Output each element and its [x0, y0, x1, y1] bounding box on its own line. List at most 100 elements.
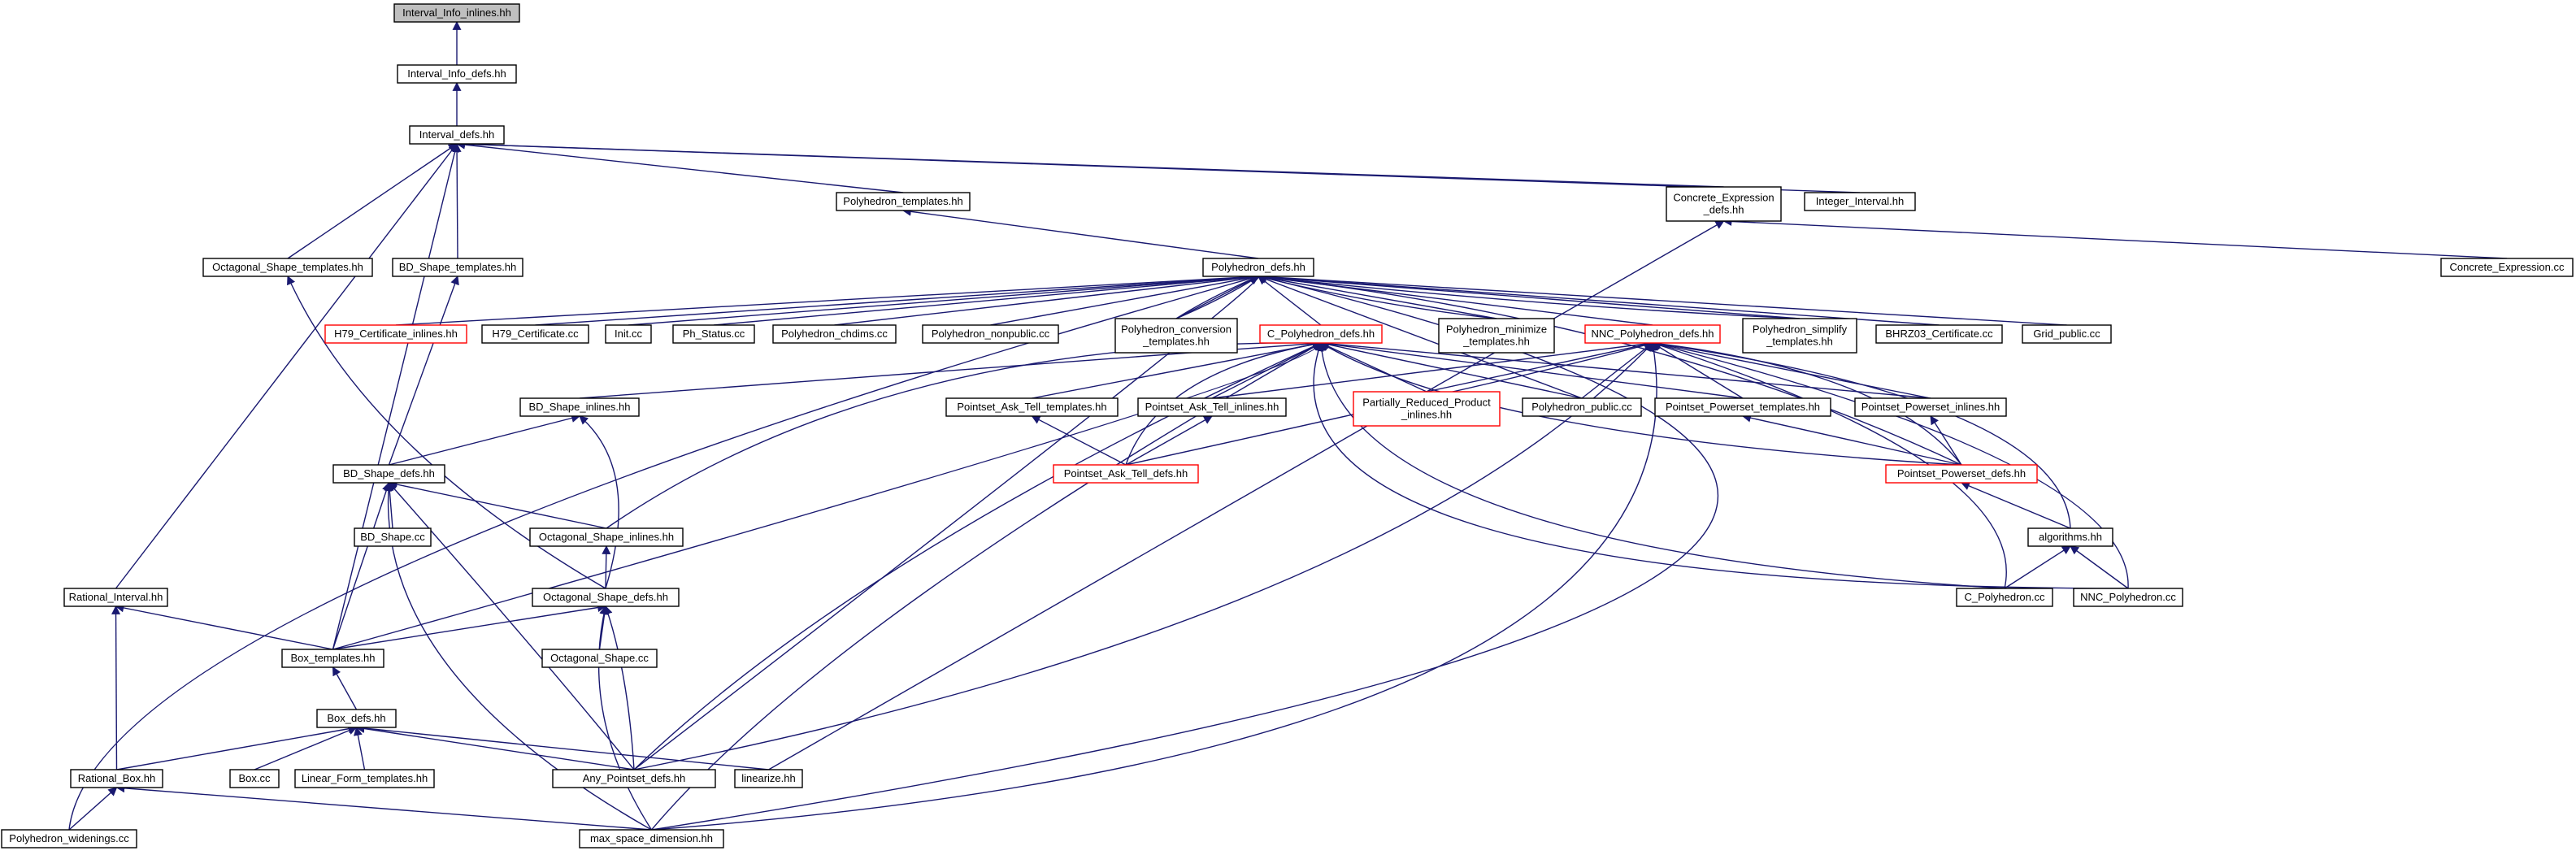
node-box[interactable] — [1854, 397, 2007, 417]
node-interval_defs[interactable]: Interval_defs.hh — [409, 125, 505, 145]
node-pointset_ask_tell_templates[interactable]: Pointset_Ask_Tell_templates.hh — [945, 397, 1119, 417]
node-polyhedron_widenings[interactable]: Polyhedron_widenings.cc — [1, 829, 137, 848]
node-rational_box[interactable]: Rational_Box.hh — [70, 769, 163, 788]
node-polyhedron_conversion_templates[interactable]: Polyhedron_conversion_templates.hh — [1114, 318, 1238, 354]
node-box_cc[interactable]: Box.cc — [229, 769, 280, 788]
node-octagonal_shape_inlines[interactable]: Octagonal_Shape_inlines.hh — [529, 527, 684, 547]
node-polyhedron_templates[interactable]: Polyhedron_templates.hh — [836, 192, 971, 211]
node-box_defs[interactable]: Box_defs.hh — [316, 709, 397, 728]
node-box[interactable] — [836, 192, 971, 211]
node-box[interactable] — [945, 397, 1119, 417]
node-polyhedron_nonpublic[interactable]: Polyhedron_nonpublic.cc — [922, 324, 1059, 344]
node-box[interactable] — [316, 709, 397, 728]
node-box[interactable] — [605, 324, 652, 344]
node-bd_shape_cc[interactable]: BD_Shape.cc — [354, 527, 432, 547]
node-c_polyhedron_cc[interactable]: C_Polyhedron.cc — [1956, 588, 2053, 607]
node-ph_status_cc[interactable]: Ph_Status.cc — [672, 324, 755, 344]
node-box[interactable] — [1584, 324, 1721, 344]
node-max_space_dimension[interactable]: max_space_dimension.hh — [579, 829, 724, 848]
node-box[interactable] — [1804, 192, 1916, 211]
node-box[interactable] — [922, 324, 1059, 344]
node-box[interactable] — [1875, 324, 2003, 344]
node-box[interactable] — [324, 324, 467, 344]
node-bhrz03_certificate[interactable]: BHRZ03_Certificate.cc — [1875, 324, 2003, 344]
node-h79_certificate_cc[interactable]: H79_Certificate.cc — [481, 324, 589, 344]
node-partially_reduced_product_inlines[interactable]: Partially_Reduced_Product_inlines.hh — [1353, 391, 1501, 427]
node-algorithms[interactable]: algorithms.hh — [2027, 527, 2113, 547]
node-nnc_polyhedron_cc[interactable]: NNC_Polyhedron.cc — [2073, 588, 2183, 607]
node-bd_shape_templates[interactable]: BD_Shape_templates.hh — [392, 258, 523, 277]
node-box[interactable] — [354, 527, 432, 547]
node-box[interactable] — [1885, 464, 2038, 484]
node-box[interactable] — [2022, 324, 2112, 344]
node-octagonal_shape_templates[interactable]: Octagonal_Shape_templates.hh — [202, 258, 373, 277]
node-interval_info_inlines[interactable]: Interval_Info_inlines.hh — [393, 3, 520, 23]
node-box[interactable] — [70, 769, 163, 788]
node-box[interactable] — [734, 769, 803, 788]
node-box[interactable] — [202, 258, 373, 277]
node-integer_interval[interactable]: Integer_Interval.hh — [1804, 192, 1916, 211]
node-h79_certificate_inlines[interactable]: H79_Certificate_inlines.hh — [324, 324, 467, 344]
node-polyhedron_minimize_templates[interactable]: Polyhedron_minimize_templates.hh — [1438, 318, 1555, 354]
node-interval_info_defs[interactable]: Interval_Info_defs.hh — [397, 64, 517, 84]
node-box[interactable] — [481, 324, 589, 344]
node-any_pointset_defs[interactable]: Any_Pointset_defs.hh — [552, 769, 716, 788]
node-polyhedron_simplify_templates[interactable]: Polyhedron_simplify_templates.hh — [1742, 318, 1857, 354]
node-box[interactable] — [392, 258, 523, 277]
node-box[interactable] — [529, 527, 684, 547]
node-box[interactable] — [1522, 397, 1642, 417]
node-linear_form_templates[interactable]: Linear_Form_templates.hh — [294, 769, 435, 788]
node-box[interactable] — [281, 649, 384, 668]
node-pointset_ask_tell_defs[interactable]: Pointset_Ask_Tell_defs.hh — [1053, 464, 1199, 484]
node-box[interactable] — [1202, 258, 1314, 277]
node-box_templates[interactable]: Box_templates.hh — [281, 649, 384, 668]
node-bd_shape_inlines[interactable]: BD_Shape_inlines.hh — [519, 397, 640, 417]
node-box[interactable] — [2440, 258, 2574, 277]
node-polyhedron_public[interactable]: Polyhedron_public.cc — [1522, 397, 1642, 417]
node-box[interactable] — [229, 769, 280, 788]
node-polyhedron_defs[interactable]: Polyhedron_defs.hh — [1202, 258, 1314, 277]
node-box[interactable] — [552, 769, 716, 788]
node-box[interactable] — [1956, 588, 2053, 607]
node-box[interactable] — [409, 125, 505, 145]
node-box[interactable] — [1259, 324, 1383, 344]
node-box[interactable] — [294, 769, 435, 788]
node-box[interactable] — [63, 588, 168, 607]
node-pointset_powerset_defs[interactable]: Pointset_Powerset_defs.hh — [1885, 464, 2038, 484]
node-box[interactable] — [1114, 318, 1238, 354]
node-linearize[interactable]: linearize.hh — [734, 769, 803, 788]
node-box[interactable] — [672, 324, 755, 344]
node-pointset_powerset_templates[interactable]: Pointset_Powerset_templates.hh — [1654, 397, 1831, 417]
node-box[interactable] — [541, 649, 658, 668]
node-box[interactable] — [519, 397, 640, 417]
node-pointset_powerset_inlines[interactable]: Pointset_Powerset_inlines.hh — [1854, 397, 2007, 417]
node-box[interactable] — [1, 829, 137, 848]
node-rational_interval[interactable]: Rational_Interval.hh — [63, 588, 168, 607]
node-concrete_expression_defs[interactable]: Concrete_Expression_defs.hh — [1666, 186, 1782, 222]
node-box[interactable] — [332, 464, 445, 484]
node-init_cc[interactable]: Init.cc — [605, 324, 652, 344]
node-box[interactable] — [1666, 186, 1782, 222]
node-box[interactable] — [1742, 318, 1857, 354]
node-box[interactable] — [1137, 397, 1287, 417]
node-box[interactable] — [1654, 397, 1831, 417]
node-box[interactable] — [2027, 527, 2113, 547]
node-octagonal_shape_cc[interactable]: Octagonal_Shape.cc — [541, 649, 658, 668]
node-box[interactable] — [772, 324, 897, 344]
node-polyhedron_chdims[interactable]: Polyhedron_chdims.cc — [772, 324, 897, 344]
node-nnc_polyhedron_defs[interactable]: NNC_Polyhedron_defs.hh — [1584, 324, 1721, 344]
node-box[interactable] — [1353, 391, 1501, 427]
node-concrete_expression_cc[interactable]: Concrete_Expression.cc — [2440, 258, 2574, 277]
node-box[interactable] — [532, 588, 680, 607]
node-bd_shape_defs[interactable]: BD_Shape_defs.hh — [332, 464, 445, 484]
node-box[interactable] — [393, 3, 520, 23]
node-box[interactable] — [397, 64, 517, 84]
node-c_polyhedron_defs[interactable]: C_Polyhedron_defs.hh — [1259, 324, 1383, 344]
node-octagonal_shape_defs[interactable]: Octagonal_Shape_defs.hh — [532, 588, 680, 607]
node-pointset_ask_tell_inlines[interactable]: Pointset_Ask_Tell_inlines.hh — [1137, 397, 1287, 417]
node-box[interactable] — [2073, 588, 2183, 607]
node-box[interactable] — [1053, 464, 1199, 484]
node-box[interactable] — [1438, 318, 1555, 354]
node-grid_public[interactable]: Grid_public.cc — [2022, 324, 2112, 344]
node-box[interactable] — [579, 829, 724, 848]
